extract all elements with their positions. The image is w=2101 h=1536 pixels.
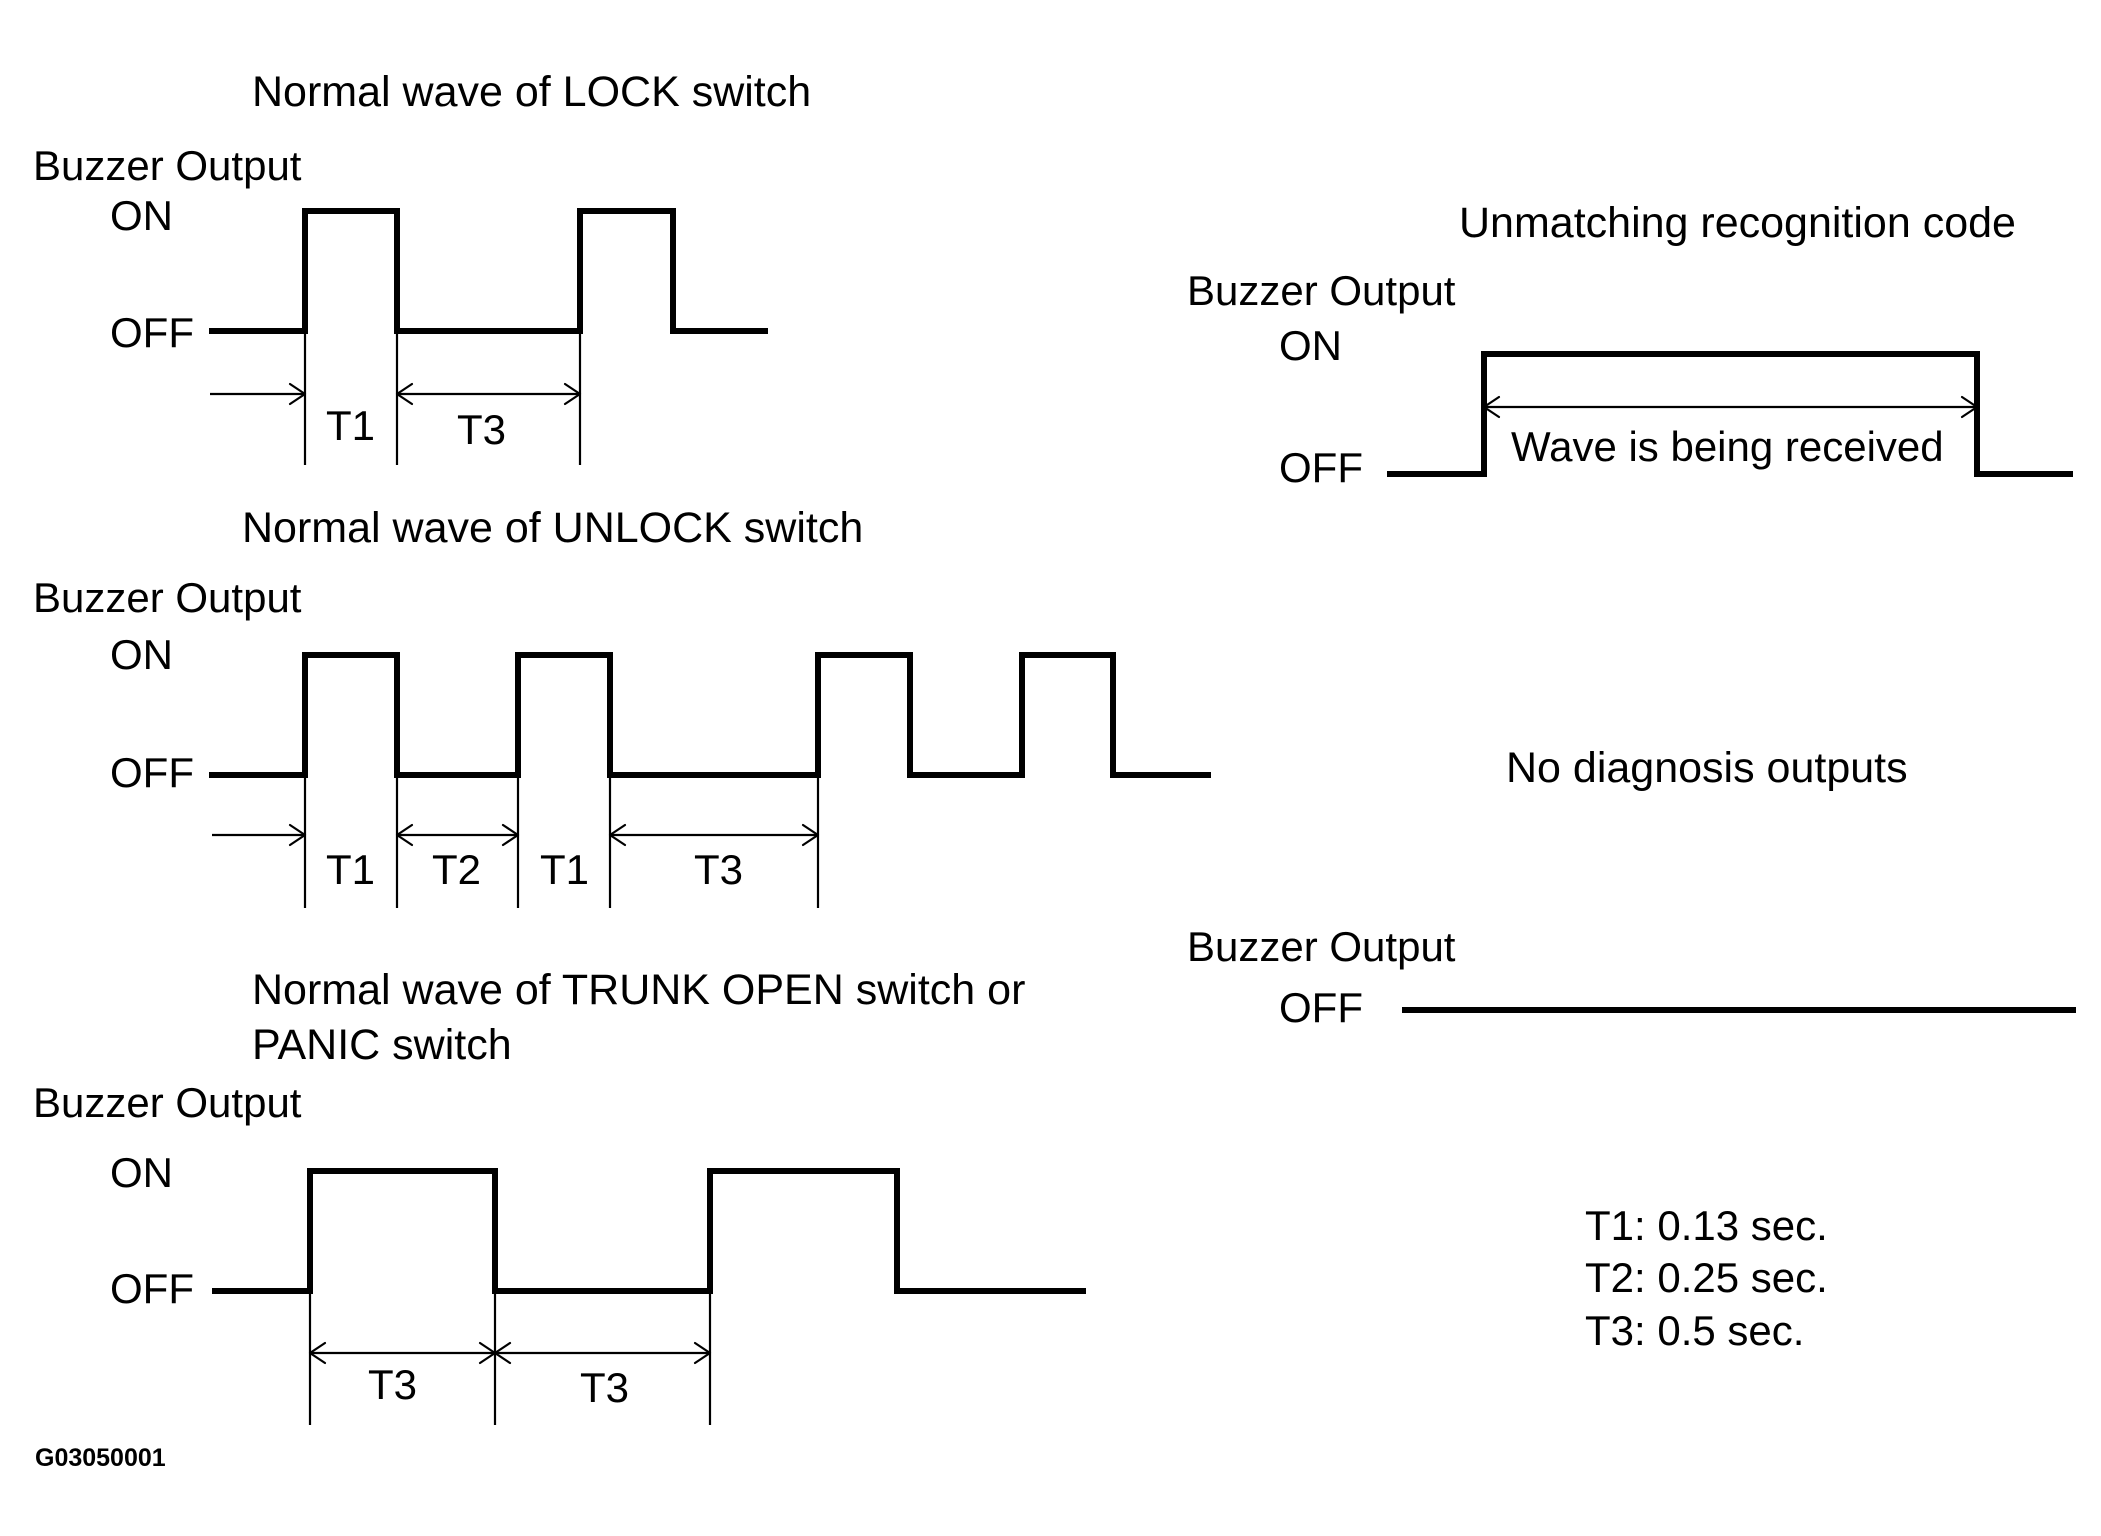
lock-axis-label: Buzzer Output bbox=[33, 142, 302, 189]
lock-title: Normal wave of LOCK switch bbox=[252, 68, 811, 116]
unmatch-axis-label: Buzzer Output bbox=[1187, 267, 1456, 314]
unmatch-off-label: OFF bbox=[1279, 444, 1363, 491]
unlock-interval-label: T1 bbox=[540, 846, 589, 893]
unmatch-on-label: ON bbox=[1279, 322, 1342, 369]
trunk-interval-label: T3 bbox=[368, 1361, 417, 1408]
legend-item: T3: 0.5 sec. bbox=[1585, 1307, 1804, 1354]
lock-interval-label: T1 bbox=[326, 402, 375, 449]
unlock-axis-label: Buzzer Output bbox=[33, 574, 302, 621]
unlock-panel: Normal wave of UNLOCK switch Buzzer Outp… bbox=[33, 504, 1211, 908]
nodiag-off-label: OFF bbox=[1279, 984, 1363, 1031]
unlock-t2-arrowhead-left bbox=[395, 823, 414, 847]
trunk-axis-label: Buzzer Output bbox=[33, 1079, 302, 1126]
unlock-off-label: OFF bbox=[110, 749, 194, 796]
trunk-t3-arrowhead-left bbox=[493, 1341, 512, 1365]
trunk-title-line1: Normal wave of TRUNK OPEN switch or bbox=[252, 966, 1025, 1014]
lock-lead-arrowhead bbox=[288, 382, 307, 406]
trunk-t3-arrowhead-right bbox=[693, 1341, 712, 1365]
unlock-interval-label: T1 bbox=[326, 846, 375, 893]
unlock-lead-arrowhead bbox=[288, 823, 307, 847]
lock-t3-arrowhead-right bbox=[563, 382, 582, 406]
trunk-off-label: OFF bbox=[110, 1265, 194, 1312]
unlock-title: Normal wave of UNLOCK switch bbox=[242, 504, 863, 552]
trunk-on-label: ON bbox=[110, 1149, 173, 1196]
nodiag-panel: No diagnosis outputs Buzzer Output OFF bbox=[1187, 744, 2076, 1031]
trunk-waveform bbox=[212, 1168, 1086, 1294]
trunk-title-line2: PANIC switch bbox=[252, 1021, 512, 1069]
lock-panel: Normal wave of LOCK switch Buzzer Output… bbox=[33, 68, 811, 465]
lock-waveform bbox=[209, 208, 768, 334]
unlock-t2-arrowhead-right bbox=[501, 823, 520, 847]
legend-item: T1: 0.13 sec. bbox=[1585, 1202, 1828, 1249]
lock-interval-label: T3 bbox=[457, 406, 506, 453]
trunk-panel: Normal wave of TRUNK OPEN switch or PANI… bbox=[33, 966, 1086, 1425]
unlock-interval-label: T2 bbox=[432, 846, 481, 893]
lock-on-label: ON bbox=[110, 192, 173, 239]
lock-off-label: OFF bbox=[110, 309, 194, 356]
unlock-on-label: ON bbox=[110, 631, 173, 678]
lock-t3-arrowhead-left bbox=[395, 382, 414, 406]
trunk-t3-arrowhead-left bbox=[308, 1341, 327, 1365]
nodiag-title: No diagnosis outputs bbox=[1506, 744, 1908, 792]
unlock-t3-arrowhead-left bbox=[608, 823, 627, 847]
nodiag-axis-label: Buzzer Output bbox=[1187, 923, 1456, 970]
timing-legend: T1: 0.13 sec. T2: 0.25 sec. T3: 0.5 sec. bbox=[1585, 1202, 1828, 1354]
unmatch-title: Unmatching recognition code bbox=[1459, 199, 2016, 247]
unlock-t3-arrowhead-right bbox=[801, 823, 820, 847]
figure-code: G03050001 bbox=[35, 1444, 166, 1472]
unlock-interval-label: T3 bbox=[694, 846, 743, 893]
legend-item: T2: 0.25 sec. bbox=[1585, 1254, 1828, 1301]
unmatch-span-label: Wave is being received bbox=[1511, 423, 1944, 470]
unmatch-span-arrowhead-left bbox=[1482, 395, 1501, 419]
unmatch-span-arrowhead-right bbox=[1960, 395, 1979, 419]
unmatch-panel: Unmatching recognition code Buzzer Outpu… bbox=[1187, 199, 2073, 491]
unmatch-waveform bbox=[1387, 351, 2073, 477]
trunk-interval-label: T3 bbox=[580, 1364, 629, 1411]
unlock-waveform bbox=[209, 652, 1211, 778]
